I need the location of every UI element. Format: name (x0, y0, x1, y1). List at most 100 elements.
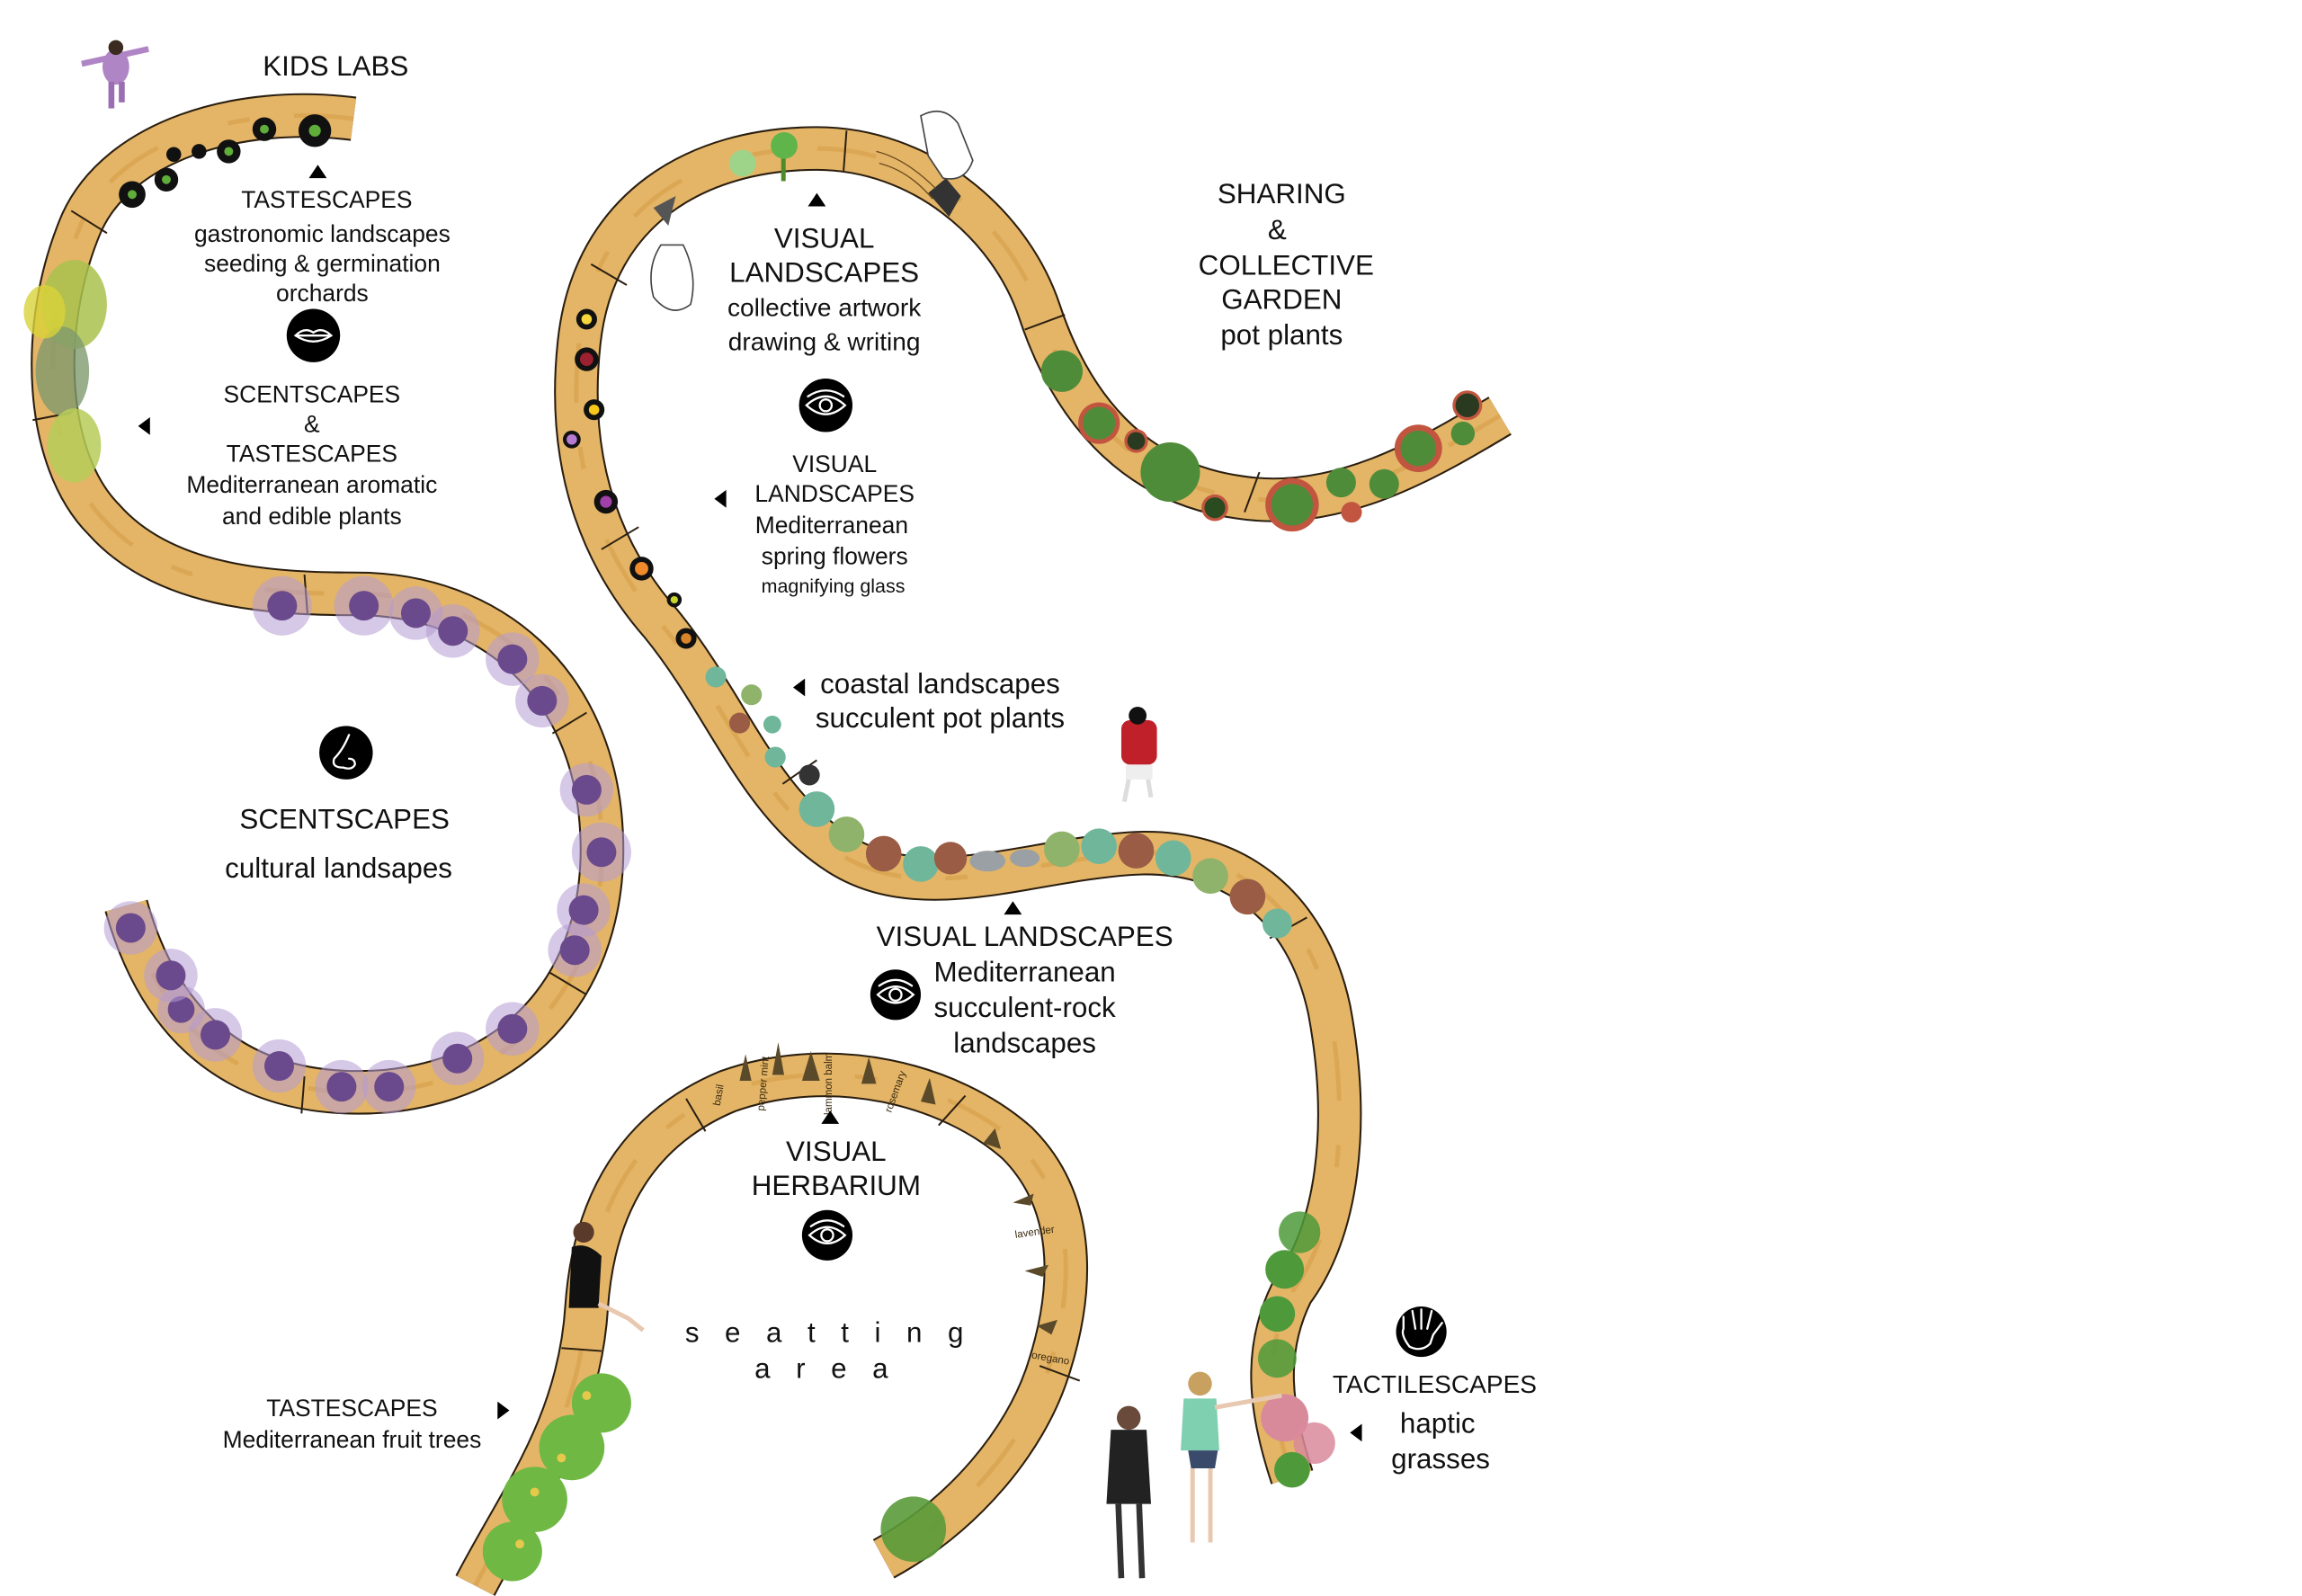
herb-label: pepper mint (756, 1055, 772, 1111)
zone-line: coastal landscapes (820, 668, 1060, 700)
mouth-icon (286, 308, 341, 362)
scentscapes-label: SCENTSCAPES cultural landsapes (225, 803, 452, 883)
arrow-left-indicator (138, 416, 150, 435)
women-figures (1106, 1371, 1282, 1579)
bench-joint (601, 526, 639, 550)
zone-line: seeding & germination (204, 250, 441, 277)
bench-joint (561, 1347, 602, 1352)
arrow-up-indicator (821, 1110, 840, 1124)
bench-joint (843, 130, 848, 171)
aromatic-plants (23, 259, 107, 483)
bench-joint (1244, 471, 1261, 513)
fruit-trees (482, 1373, 631, 1582)
tastescapes-fruit-label: TASTESCAPES Mediterranean fruit trees (223, 1395, 482, 1453)
bench-joint (590, 263, 628, 286)
herbarium-label: VISUAL HERBARIUM (752, 1136, 921, 1201)
visual-artwork-label: VISUAL LANDSCAPES collective artwork dra… (727, 223, 922, 356)
zone-line: and edible plants (222, 503, 402, 530)
arrow-up-indicator (807, 192, 826, 207)
herb-label: basil (712, 1083, 727, 1106)
boy-figure (1120, 706, 1157, 803)
zone-line: grasses (1391, 1443, 1490, 1475)
person-sketch-drawing (650, 110, 974, 311)
zone-line: Mediterranean aromatic (186, 471, 437, 498)
seating-area-label: s e a t t i n g a r e a (685, 1317, 972, 1385)
plant-bench-end (880, 1496, 947, 1563)
nose-icon (319, 726, 373, 780)
zone-line: succulent pot plants (816, 702, 1065, 734)
zone-line: collective artwork (727, 294, 922, 322)
zone-line: spring flowers (762, 542, 908, 569)
arrow-up-indicator (1004, 901, 1022, 915)
zone-title: TACTILESCAPES (1333, 1370, 1537, 1398)
arrow-right-indicator (497, 1401, 510, 1420)
bench-joint (551, 711, 587, 735)
haptic-grasses (1257, 1211, 1335, 1488)
zone-line: gastronomic landscapes (194, 220, 451, 247)
bench-joint (300, 1076, 306, 1114)
seated-woman-figure (568, 1221, 645, 1333)
eye-icon (799, 379, 853, 432)
bench-joint (938, 1094, 967, 1127)
visual-flowers-label: VISUAL LANDSCAPES Mediterranean spring f… (754, 450, 915, 597)
bench-joint (1024, 314, 1066, 331)
zone-line: COLLECTIVE (1199, 249, 1374, 281)
zone-subtitle: cultural landsapes (225, 852, 452, 884)
zone-line: TASTESCAPES (227, 441, 397, 468)
zone-line: VISUAL (786, 1136, 887, 1167)
seedling-pots (119, 114, 332, 209)
zone-line: VISUAL (774, 223, 875, 254)
zone-line: SHARING (1218, 178, 1346, 210)
zone-line: VISUAL (792, 450, 877, 477)
bench-joint (1039, 1365, 1081, 1382)
zone-line: Mediterranean (933, 956, 1115, 987)
zone-line: HERBARIUM (752, 1170, 921, 1201)
kids-labs-title: KIDS LABS (263, 50, 408, 82)
collective-artwork-drawings (728, 131, 961, 218)
zone-title: TASTESCAPES (241, 186, 412, 213)
child-figure (81, 40, 149, 109)
arrow-left-indicator (1350, 1423, 1362, 1442)
zone-line: a r e a (754, 1352, 897, 1384)
zone-line: & (304, 410, 320, 437)
arrow-left-indicator (792, 678, 806, 697)
bench-joint (70, 210, 108, 235)
zone-line: drawing & writing (728, 328, 921, 356)
zone-line: s e a t t i n g (685, 1317, 972, 1349)
zone-line: landscapes (953, 1028, 1096, 1059)
zone-title: SCENTSCAPES (239, 803, 450, 834)
zone-line: Mediterranean fruit trees (223, 1426, 482, 1453)
zone-title: VISUAL LANDSCAPES (877, 921, 1173, 952)
zone-line: GARDEN (1221, 283, 1342, 315)
arrow-up-indicator (308, 165, 327, 179)
zone-line: Mediterranean (755, 512, 908, 539)
succulent-pots (705, 666, 820, 786)
eye-icon (801, 1209, 853, 1261)
herb-label: lammon balm (824, 1053, 834, 1115)
succulent-rock-landscape (799, 791, 1292, 939)
coastal-label: coastal landscapes succulent pot plants (816, 668, 1065, 734)
zone-line: TASTESCAPES (266, 1395, 437, 1422)
tastescapes-top-label: TASTESCAPES gastronomic landscapes seedi… (194, 186, 451, 307)
zone-line: orchards (276, 280, 369, 307)
zone-line: LANDSCAPES (754, 480, 915, 507)
zone-line: LANDSCAPES (729, 257, 919, 289)
zone-line: haptic (1400, 1407, 1476, 1439)
eye-icon (870, 969, 921, 1021)
spring-flower-pots (562, 308, 697, 649)
lavender-plants (103, 575, 631, 1114)
bench-joint (549, 971, 587, 996)
zone-line: succulent-rock (934, 992, 1117, 1023)
scent-taste-label: SCENTSCAPES & TASTESCAPES Mediterranean … (186, 380, 437, 529)
bench-joint (685, 1098, 707, 1132)
zone-line: pot plants (1220, 319, 1343, 351)
hand-icon (1396, 1306, 1447, 1358)
arrow-left-indicator (714, 489, 727, 508)
zone-line: & (1268, 214, 1287, 245)
zone-line: magnifying glass (762, 575, 906, 597)
zone-line: SCENTSCAPES (224, 380, 401, 407)
sharing-label: SHARING & COLLECTIVE GARDEN pot plants (1199, 178, 1374, 351)
visual-succulent-label: VISUAL LANDSCAPES Mediterranean succulen… (877, 921, 1173, 1059)
tactilescapes-label: TACTILESCAPES haptic grasses (1333, 1370, 1537, 1475)
